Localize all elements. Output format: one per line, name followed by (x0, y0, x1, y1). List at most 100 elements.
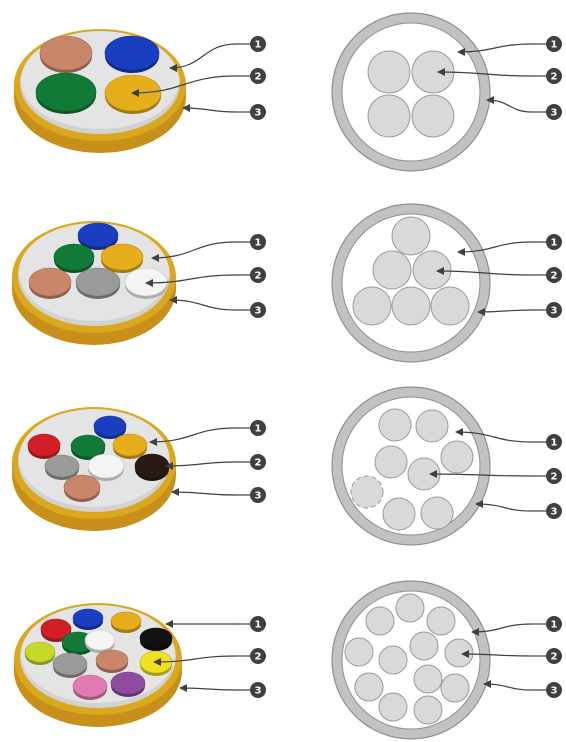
callout-section-3-badge-circle (546, 503, 562, 519)
callout-section-1-badge-circle (546, 616, 562, 632)
section-core-4 (411, 94, 455, 138)
callout-section-1-badge-label: 1 (551, 40, 558, 51)
core-3d-top (77, 222, 119, 248)
callout-3d-2: 2 (165, 454, 266, 470)
core-3d-top (110, 671, 146, 695)
callout-3d-1: 1 (151, 234, 266, 262)
callout-3d-2-line (145, 274, 237, 287)
callout-section-2-badge-circle (546, 68, 562, 84)
callout-3d-1-badge-circle (250, 616, 266, 632)
section-core-10 (413, 664, 443, 694)
callout-section-3-line (475, 500, 533, 512)
callout-section-3-badge-circle (546, 104, 562, 120)
section-core-7 (382, 497, 416, 531)
core-3d-top (95, 649, 129, 671)
core-3d-top (72, 674, 108, 698)
callout-3d-1-badge: 1 (250, 234, 266, 250)
core-3d-1 (77, 222, 119, 250)
callout-section-1-line (457, 241, 533, 256)
core-3d-6 (139, 627, 173, 651)
section-core-1 (395, 593, 425, 623)
core-3d-top (28, 267, 72, 297)
core-3d-1 (93, 415, 127, 439)
section-core-5 (440, 440, 474, 474)
section-core-7 (444, 638, 474, 668)
core-3d-2 (40, 618, 72, 642)
callout-3d-3-badge-label: 3 (255, 686, 262, 697)
callout-3d-2-badge-circle (250, 267, 266, 283)
callout-section-1-line (471, 623, 533, 636)
core-3d-top (72, 608, 104, 628)
callout-3d-3-badge-circle (250, 104, 266, 120)
callout-section-2-line (436, 267, 533, 276)
section-core-4 (352, 286, 392, 326)
section-core-9 (378, 692, 408, 722)
cable-section-view (331, 386, 491, 546)
callout-section-1-badge-circle (546, 234, 562, 250)
core-3d-9 (95, 649, 129, 673)
callout-section-2-badge-label: 2 (551, 472, 558, 483)
callout-section-1-badge-label: 1 (551, 620, 558, 631)
callout-3d-2-line (165, 461, 237, 470)
core-3d-top (70, 434, 106, 458)
callout-3d-2-badge-circle (250, 648, 266, 664)
callout-section-1-line (457, 43, 533, 56)
callout-3d-3: 3 (169, 296, 266, 318)
section-core-1 (367, 50, 411, 94)
callout-3d-3-badge-circle (250, 487, 266, 503)
core-3d-top (24, 641, 56, 663)
section-core-3 (426, 606, 456, 636)
core-3d-top (39, 35, 93, 71)
callout-3d-3-line (182, 104, 237, 113)
callout-section-1: 1 (471, 616, 562, 636)
callout-section-3-line (477, 307, 533, 316)
section-core-1 (378, 408, 412, 442)
callout-section-3: 3 (477, 302, 562, 318)
core-3d-top (44, 454, 80, 478)
callout-3d-2-badge-label: 2 (255, 652, 262, 663)
callout-section-1-badge: 1 (546, 616, 562, 632)
core-3d-5 (75, 267, 121, 299)
callout-3d-3: 3 (182, 104, 266, 120)
callout-section-3-badge: 3 (546, 104, 562, 120)
callout-3d-1-line (151, 241, 237, 262)
callout-3d-2-badge: 2 (250, 648, 266, 664)
section-core-2 (372, 250, 412, 290)
section-core-5 (378, 645, 408, 675)
section-core-3 (412, 250, 452, 290)
core-3d-top (100, 243, 144, 271)
section-core-1 (391, 216, 431, 256)
core-3d-top (84, 629, 116, 651)
callout-section-2-line (461, 650, 533, 659)
callout-3d-1-badge: 1 (250, 420, 266, 436)
core-3d-11 (72, 674, 108, 700)
core-3d-3 (110, 611, 142, 633)
callout-section-3-badge-label: 3 (551, 306, 558, 317)
callout-3d-2: 2 (145, 267, 266, 287)
core-3d-top (110, 611, 142, 631)
callout-section-2-badge-circle (546, 267, 562, 283)
core-3d-top (93, 415, 127, 437)
callout-3d-2: 2 (153, 648, 266, 666)
core-3d-4 (112, 433, 148, 459)
callout-3d-1-badge-label: 1 (255, 620, 262, 631)
callout-3d-2-line (131, 75, 237, 97)
core-3d-7 (84, 629, 116, 653)
callout-3d-2-badge-label: 2 (255, 271, 262, 282)
callout-section-2-badge-label: 2 (551, 271, 558, 282)
core-3d-3 (100, 243, 144, 273)
callout-3d-1: 1 (149, 420, 266, 446)
callout-3d-1-line (149, 427, 237, 446)
cable-section-view (331, 203, 491, 363)
section-core-6 (350, 475, 384, 509)
section-core-11 (440, 673, 470, 703)
callout-section-3-badge-circle (546, 302, 562, 318)
callout-section-1-line (455, 428, 533, 443)
callout-3d-3-line (169, 296, 237, 311)
section-core-8 (354, 672, 384, 702)
callout-section-3-line (483, 680, 533, 691)
callout-section-1-badge-circle (546, 36, 562, 52)
callout-section-3-badge: 3 (546, 302, 562, 318)
callout-section-3-badge-circle (546, 682, 562, 698)
callout-3d-1: 1 (165, 616, 266, 632)
